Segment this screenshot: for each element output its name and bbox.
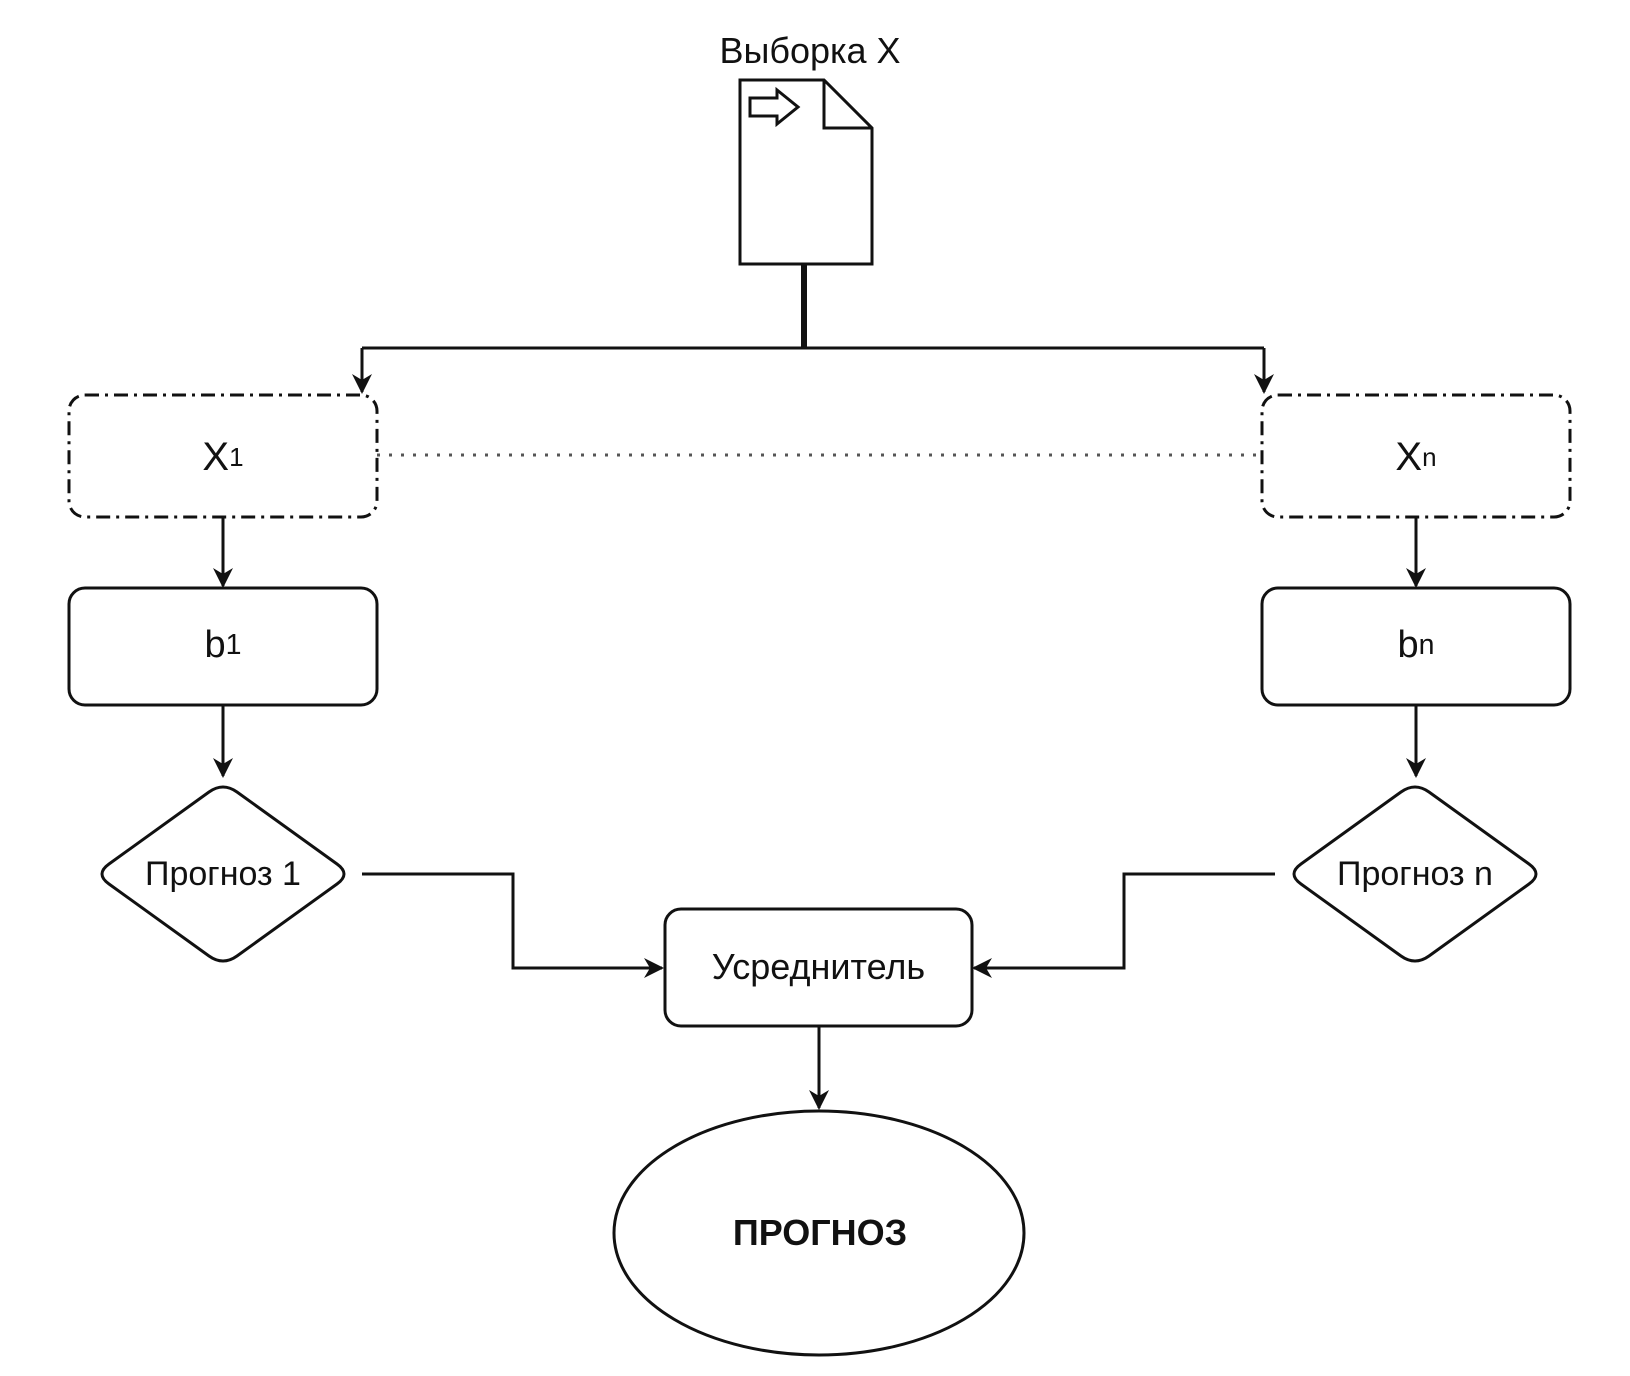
forecast-label-n-text: Прогноз n <box>1337 854 1493 893</box>
result-ellipse <box>612 1109 1026 1357</box>
source-document-icon <box>738 78 874 266</box>
connector-forecast-n-to-averager <box>972 872 1275 978</box>
subsample-base-n: X <box>1395 434 1423 479</box>
arrow-right-icon <box>748 86 801 128</box>
connector-forecast-1-to-averager <box>362 872 664 978</box>
averager-label-text: Усреднитель <box>711 946 926 987</box>
forecast-diamond-1 <box>100 785 346 963</box>
forecast-label-1-text: Прогноз 1 <box>145 854 301 893</box>
result-label-text: ПРОГНОЗ <box>732 1212 908 1253</box>
forecast-label-1: Прогноз 1 <box>95 850 351 898</box>
forecast-label-n: Прогноз n <box>1287 850 1543 898</box>
subsample-base-1: X <box>202 434 230 479</box>
averager-label: Усреднитель <box>665 942 972 992</box>
forecast-diamond-n <box>1292 785 1538 963</box>
source-label: Выборка X <box>640 28 980 74</box>
result-label: ПРОГНОЗ <box>620 1207 1020 1259</box>
model-base-1: b <box>204 623 226 666</box>
model-base-n: b <box>1397 623 1419 666</box>
source-label-text: Выборка X <box>719 30 901 71</box>
